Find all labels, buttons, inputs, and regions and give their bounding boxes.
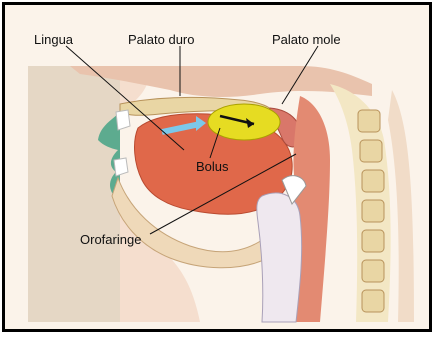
label-lingua: Lingua	[34, 33, 73, 46]
lower-teeth	[114, 158, 128, 176]
label-palato-mole: Palato mole	[272, 33, 341, 46]
vertebral-column	[330, 84, 391, 322]
label-orofaringe: Orofaringe	[80, 233, 141, 246]
upper-teeth	[116, 110, 130, 130]
label-bolus: Bolus	[196, 160, 229, 173]
neck-back	[388, 90, 414, 322]
larynx	[257, 193, 302, 322]
label-palato-duro: Palato duro	[128, 33, 195, 46]
